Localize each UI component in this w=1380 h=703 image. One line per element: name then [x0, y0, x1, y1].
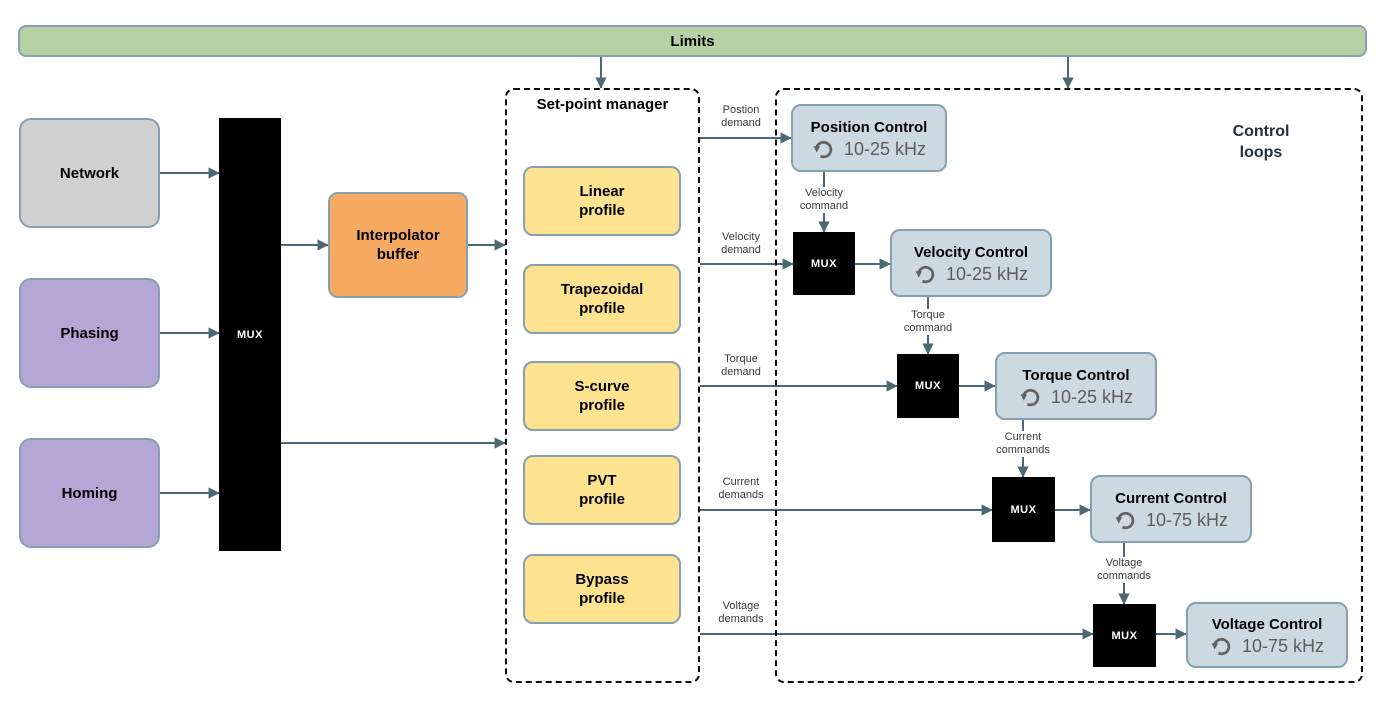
control-loops-title-line1: Control: [1232, 123, 1290, 140]
loop-refresh-icon: [1115, 511, 1135, 529]
pvt-profile-line2: profile: [579, 491, 625, 508]
velocity-control-box: Velocity Control 10-25 kHz: [890, 229, 1052, 297]
trapezoidal-profile-line2: profile: [579, 300, 625, 317]
control-loops-title: Control loops: [1186, 121, 1336, 163]
current-control-title: Current Control: [1115, 489, 1227, 507]
set-point-manager-title: Set-point manager: [536, 96, 669, 113]
mux-label: MUX: [811, 257, 837, 270]
command-label-voltage: Voltage commands: [1095, 557, 1153, 583]
trapezoidal-profile-line1: Trapezoidal: [560, 281, 644, 298]
mux-box-voltage: MUX: [1093, 604, 1156, 667]
s-curve-profile-line1: S-curve: [574, 378, 630, 395]
bypass-profile-line2: profile: [579, 590, 625, 607]
loop-refresh-icon: [915, 265, 935, 283]
profile-box-pvt: PVT profile: [523, 455, 681, 525]
mux-box-current: MUX: [992, 477, 1055, 542]
demand-label-voltage: Voltage demands: [716, 600, 766, 626]
bypass-profile-line1: Bypass: [575, 571, 629, 588]
demand-label-position: Postion demand: [719, 104, 763, 130]
mux-label: MUX: [915, 380, 941, 392]
network-label: Network: [59, 164, 120, 182]
loop-refresh-icon: [1211, 637, 1231, 655]
profile-box-trapezoidal: Trapezoidal profile: [523, 264, 681, 334]
command-label-torque: Torque command: [901, 309, 955, 335]
interpolator-buffer-box: Interpolator buffer: [328, 192, 468, 298]
torque-control-title: Torque Control: [1022, 366, 1130, 384]
set-point-manager-panel: [505, 88, 700, 683]
profile-box-bypass: Bypass profile: [523, 554, 681, 624]
limits-banner: Limits: [18, 25, 1367, 57]
mux-box-velocity: MUX: [793, 232, 855, 295]
position-control-box: Position Control 10-25 kHz: [791, 104, 947, 172]
current-control-frequency: 10-75 kHz: [1145, 509, 1229, 530]
s-curve-profile-line2: profile: [579, 397, 625, 414]
mux-label: MUX: [1010, 503, 1037, 516]
torque-control-box: Torque Control 10-25 kHz: [995, 352, 1157, 420]
control-loops-title-line2: loops: [1239, 144, 1283, 161]
profile-box-s-curve: S-curve profile: [523, 361, 681, 431]
demand-label-torque: Torque demand: [719, 353, 763, 379]
interpolator-label-line1: Interpolator: [356, 227, 440, 244]
source-box-network: Network: [19, 118, 160, 228]
source-box-phasing: Phasing: [19, 278, 160, 388]
limits-label: Limits: [670, 32, 715, 50]
homing-label: Homing: [61, 484, 118, 502]
command-label-current: Current commands: [994, 431, 1052, 457]
control-loops-panel: [775, 88, 1363, 683]
command-label-velocity: Velocity command: [797, 187, 851, 213]
loop-refresh-icon: [1020, 388, 1040, 406]
mux-bar: MUX: [219, 118, 281, 551]
loop-refresh-icon: [813, 140, 833, 158]
profile-box-linear: Linear profile: [523, 166, 681, 236]
position-control-title: Position Control: [810, 118, 928, 136]
source-box-homing: Homing: [19, 438, 160, 548]
pvt-profile-line1: PVT: [587, 472, 617, 489]
torque-control-frequency: 10-25 kHz: [1050, 386, 1134, 407]
linear-profile-line1: Linear: [579, 183, 625, 200]
demand-label-velocity: Velocity demand: [719, 231, 763, 257]
voltage-control-frequency: 10-75 kHz: [1241, 635, 1325, 656]
mux-box-torque: MUX: [897, 354, 959, 418]
phasing-label: Phasing: [60, 324, 119, 342]
mux-label: MUX: [1111, 629, 1138, 642]
mux-bar-label: MUX: [237, 328, 263, 341]
voltage-control-box: Voltage Control 10-75 kHz: [1186, 602, 1348, 668]
position-control-frequency: 10-25 kHz: [843, 138, 927, 159]
demand-label-current: Current demands: [716, 476, 766, 502]
voltage-control-title: Voltage Control: [1211, 615, 1323, 633]
velocity-control-frequency: 10-25 kHz: [945, 263, 1029, 284]
velocity-control-title: Velocity Control: [913, 243, 1029, 261]
linear-profile-line2: profile: [579, 202, 625, 219]
interpolator-label-line2: buffer: [376, 246, 420, 263]
current-control-box: Current Control 10-75 kHz: [1090, 475, 1252, 543]
